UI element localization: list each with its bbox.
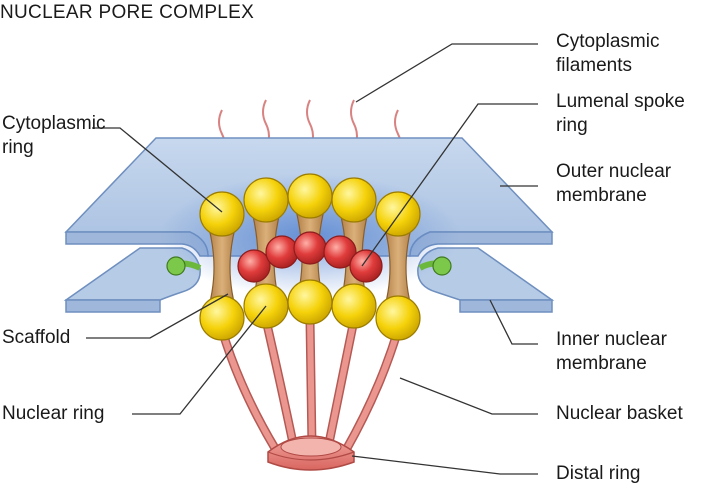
leader-distal-ring xyxy=(351,455,538,475)
label-line: ring xyxy=(2,137,34,158)
lumenal-anchors xyxy=(166,256,452,276)
label-line: Cytoplasmic xyxy=(556,31,660,52)
label-line: Cytoplasmic xyxy=(2,113,106,134)
label-line: Inner nuclear xyxy=(556,329,667,350)
label-inner-nuclear-membrane: Inner nuclear membrane xyxy=(556,328,667,376)
label-line: Lumenal spoke xyxy=(556,91,685,112)
label-line: filaments xyxy=(556,55,633,76)
label-outer-nuclear-membrane: Outer nuclear membrane xyxy=(556,160,671,208)
leader-inner-nuclear-membrane xyxy=(489,299,538,345)
leader-cytoplasmic-ring xyxy=(92,127,223,213)
leader-lumenal-spoke-ring xyxy=(361,103,538,267)
leader-scaffold xyxy=(86,293,229,339)
distal-ring-shape xyxy=(267,435,355,471)
diagram-title: NUCLEAR PORE COMPLEX xyxy=(0,2,255,23)
nuclear-ring-spheres xyxy=(199,279,421,341)
leader-nuclear-ring xyxy=(132,305,267,415)
label-nuclear-ring: Nuclear ring xyxy=(2,403,105,424)
label-nuclear-basket: Nuclear basket xyxy=(556,403,683,424)
leader-lines xyxy=(86,43,538,475)
label-line: membrane xyxy=(556,185,647,206)
label-cytoplasmic-ring: Cytoplasmic ring xyxy=(2,112,105,160)
label-line: Outer nuclear xyxy=(556,161,672,182)
label-line: membrane xyxy=(556,353,647,374)
inner-nuclear-membrane-shape xyxy=(63,247,555,313)
label-line: ring xyxy=(556,115,588,136)
leader-cytoplasmic-filaments xyxy=(355,43,538,103)
label-distal-ring: Distal ring xyxy=(556,463,641,484)
label-scaffold: Scaffold xyxy=(2,327,71,348)
spoke-ring-spheres xyxy=(237,231,383,283)
label-lumenal-spoke-ring: Lumenal spoke ring xyxy=(556,90,685,138)
leader-nuclear-basket xyxy=(399,377,538,415)
nuclear-basket-strands xyxy=(217,315,403,455)
label-cytoplasmic-filaments: Cytoplasmic filaments xyxy=(556,30,659,78)
